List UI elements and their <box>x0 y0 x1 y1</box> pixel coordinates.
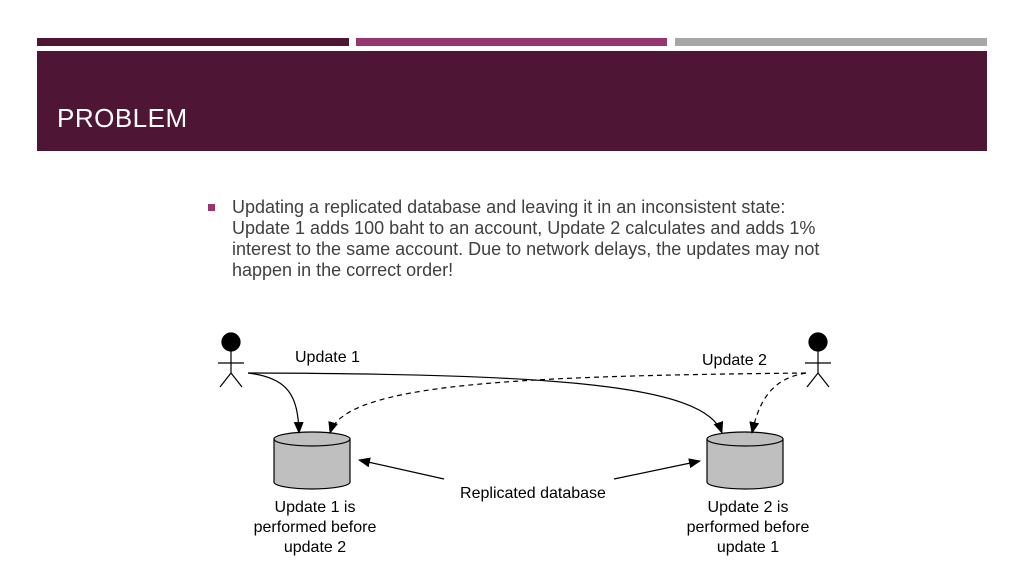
bullet-text: Updating a replicated database and leavi… <box>232 197 820 280</box>
title-bar: PROBLEM <box>37 51 987 151</box>
replicated-arrow-left <box>358 457 445 480</box>
right-db-caption-line3: update 1 <box>717 539 779 556</box>
left-db-caption-line3: update 2 <box>284 539 346 556</box>
update1-arrow-to-right-db <box>247 372 724 434</box>
right-db-caption-line1: Update 2 is <box>708 499 789 516</box>
right-user-icon <box>805 332 831 388</box>
top-stripe-accent <box>356 38 667 46</box>
update1-arrow-to-left-db <box>247 372 304 434</box>
update2-label: Update 2 <box>702 352 767 369</box>
left-db-caption-line2: performed before <box>254 519 377 536</box>
top-stripe-gray <box>675 38 987 46</box>
slide-title: PROBLEM <box>57 103 188 133</box>
left-database-icon <box>273 431 351 490</box>
update2-arrow-to-left-db <box>328 372 807 434</box>
left-db-caption-line1: Update 1 is <box>275 499 356 516</box>
replicated-arrow-right <box>613 458 701 480</box>
left-user-icon <box>218 332 244 388</box>
update1-label: Update 1 <box>295 349 360 366</box>
right-database-icon <box>706 431 784 490</box>
top-stripe-dark <box>37 38 349 46</box>
right-db-caption-line2: performed before <box>687 519 810 536</box>
update2-arrow-to-right-db <box>749 372 807 434</box>
bullet-marker <box>208 204 215 211</box>
replicated-database-label: Replicated database <box>460 485 606 502</box>
